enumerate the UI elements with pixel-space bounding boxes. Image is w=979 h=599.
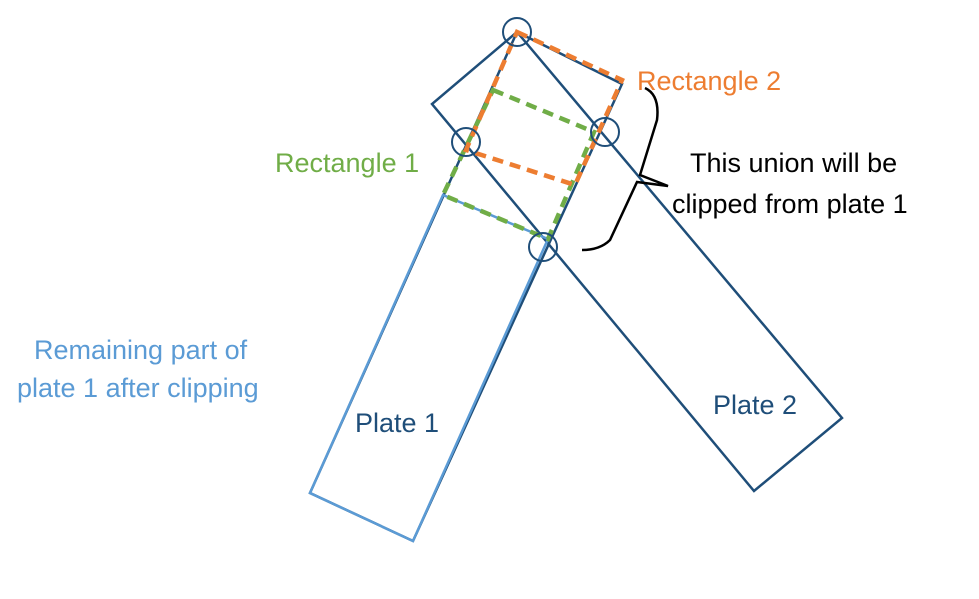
rectangle-1-outline — [439, 87, 597, 242]
plate-1-label: Plate 1 — [355, 408, 439, 438]
union-note-line-1: This union will be — [690, 148, 897, 178]
rectangle-2-outline — [462, 28, 625, 188]
intersection-circle-bottom — [528, 232, 558, 262]
union-note-line-2: clipped from plate 1 — [672, 189, 908, 219]
plate-1-remaining-part — [308, 193, 550, 543]
plate-2-outline — [430, 30, 844, 493]
plate-2-label: Plate 2 — [713, 390, 797, 420]
intersection-circle-top — [502, 17, 532, 47]
remaining-part-label-line-2: plate 1 after clipping — [17, 373, 259, 403]
rectangle-1-label: Rectangle 1 — [275, 148, 419, 178]
intersection-circle-left — [451, 127, 481, 157]
plate-1-outline — [308, 30, 624, 543]
union-brace — [581, 86, 669, 252]
rectangle-2-label: Rectangle 2 — [637, 66, 781, 96]
intersection-circle-right — [590, 117, 620, 147]
remaining-part-label-line-1: Remaining part of — [34, 335, 248, 365]
